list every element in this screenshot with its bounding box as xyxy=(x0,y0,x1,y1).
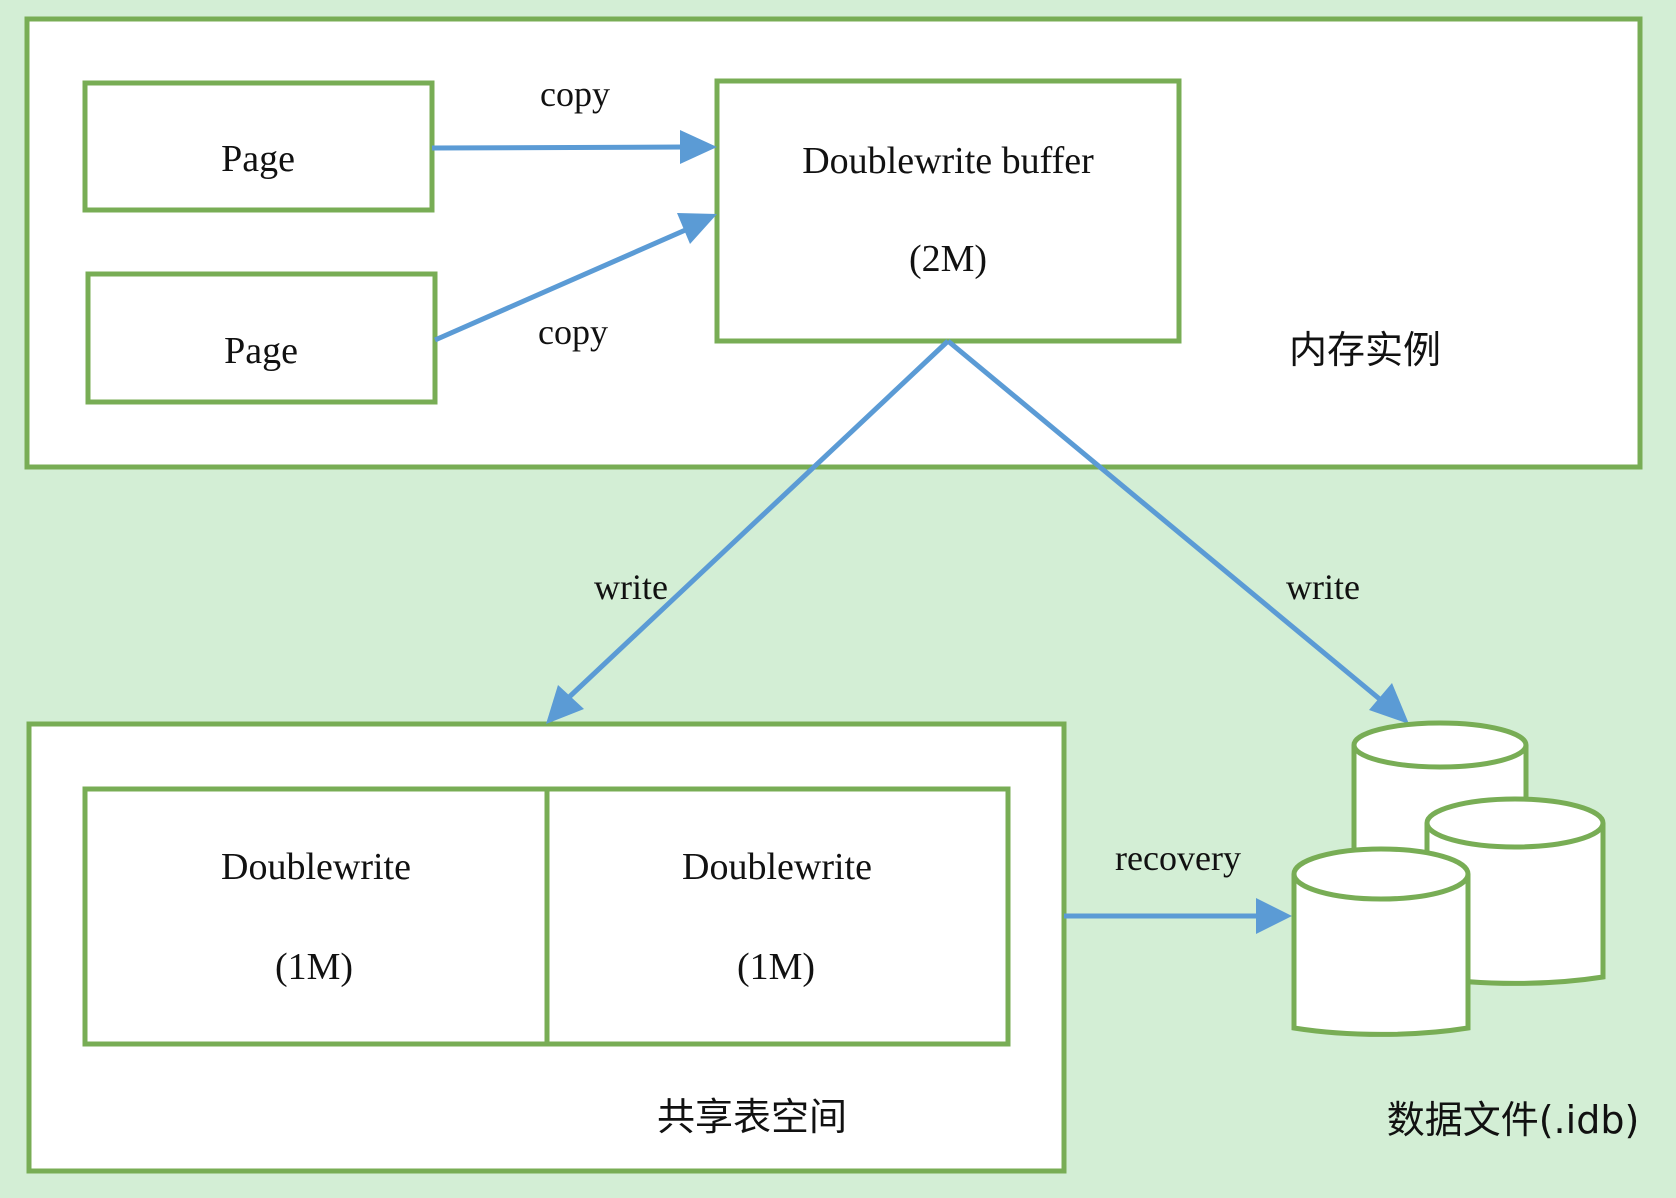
memory-instance-label: 内存实例 xyxy=(1289,328,1441,372)
doublewrite-block-left xyxy=(82,786,550,1047)
copy-arrowhead-top xyxy=(680,130,717,164)
page-box-bottom xyxy=(85,271,438,405)
doublewrite-left-size: (1M) xyxy=(275,946,353,988)
page-label-top: Page xyxy=(221,138,295,180)
copy-label-top: copy xyxy=(540,74,610,114)
data-files-label: 数据文件(.idb) xyxy=(1387,1098,1640,1142)
doublewrite-left-title: Doublewrite xyxy=(221,846,411,888)
database-cylinder-right xyxy=(1424,796,1606,986)
copy-label-bottom: copy xyxy=(538,312,608,352)
doublewrite-buffer-title: Doublewrite buffer xyxy=(802,140,1094,182)
page-box-top xyxy=(82,80,435,213)
doublewrite-buffer-size: (2M) xyxy=(909,238,987,280)
doublewrite-right-title: Doublewrite xyxy=(682,846,872,888)
copy-arrow-top xyxy=(431,144,685,151)
copy-arrow-bottom xyxy=(433,225,692,343)
recovery-label: recovery xyxy=(1115,838,1241,878)
copy-arrowhead-bottom xyxy=(677,213,717,244)
doublewrite-right-size: (1M) xyxy=(737,946,815,988)
write-arrow-left xyxy=(564,339,950,702)
write-arrow-right xyxy=(946,339,1384,703)
database-cylinder-front xyxy=(1291,846,1471,1037)
doublewrite-buffer-box xyxy=(714,78,1182,344)
shared-tablespace-label: 共享表空间 xyxy=(657,1095,847,1139)
doublewrite-block-right xyxy=(544,786,1011,1047)
write-label-left: write xyxy=(594,567,668,607)
recovery-arrowhead xyxy=(1256,898,1292,934)
write-arrowhead-left xyxy=(546,685,584,724)
write-arrowhead-right xyxy=(1369,683,1409,724)
page-label-bottom: Page xyxy=(224,330,298,372)
write-label-right: write xyxy=(1286,567,1360,607)
